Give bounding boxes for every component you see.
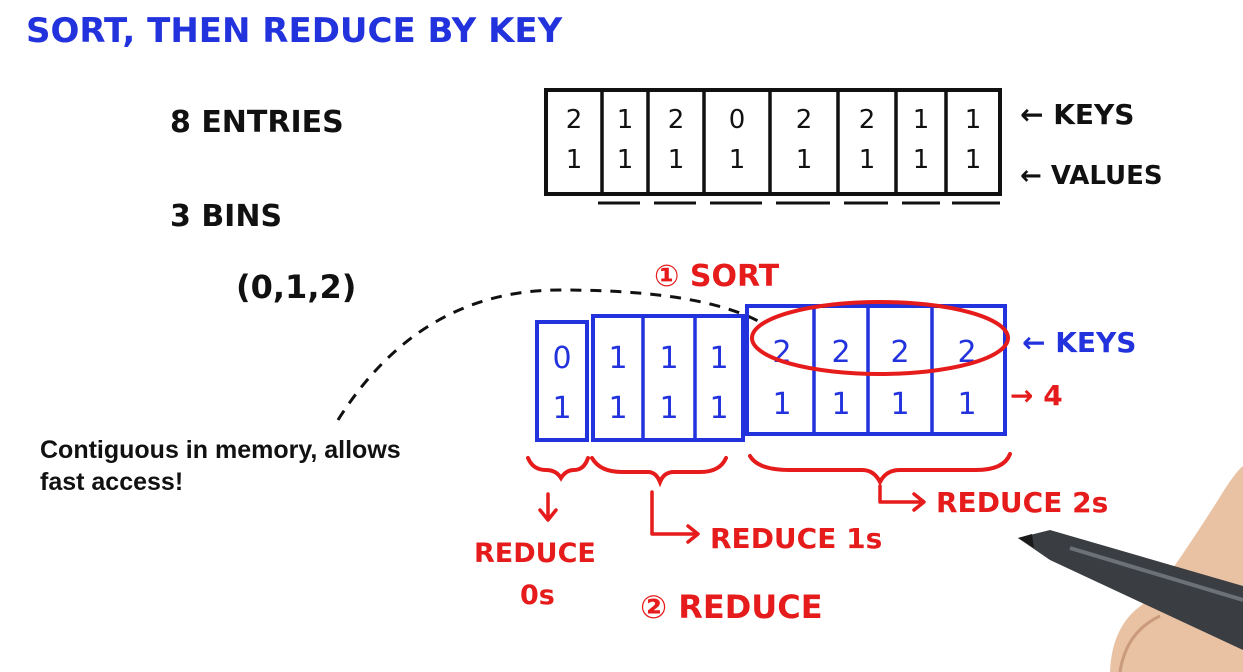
diagram-title: SORT, THEN REDUCE BY KEY <box>26 11 563 51</box>
unsorted-value: 1 <box>668 145 685 175</box>
unsorted-value: 1 <box>729 145 746 175</box>
sorted-value: 1 <box>552 391 571 426</box>
unsorted-key: 1 <box>617 105 634 135</box>
twos-segment <box>745 304 1007 436</box>
pen-body <box>1018 530 1243 650</box>
sorted-value: 1 <box>831 387 850 422</box>
unsorted-key: 2 <box>668 105 685 135</box>
entries-note: 8 ENTRIES <box>170 105 344 140</box>
reduce-zeros-arrow <box>538 492 558 522</box>
top-keys-label: ← KEYS <box>1020 98 1134 131</box>
sorted-value: 1 <box>772 387 791 422</box>
unsorted-key: 1 <box>913 105 930 135</box>
ones-segment <box>591 314 745 442</box>
sort-step-label: ① SORT <box>654 259 780 294</box>
sorted-keys-label: ← KEYS <box>1022 326 1136 359</box>
reduce-twos-arrow <box>878 484 926 512</box>
reduce-step-label: ② REDUCE <box>640 588 823 626</box>
unsorted-value: 1 <box>566 145 583 175</box>
twos-brace <box>748 452 1012 487</box>
unsorted-dividers <box>600 88 948 196</box>
unsorted-value: 1 <box>913 145 930 175</box>
sorted-value: 1 <box>890 387 909 422</box>
reduce-ones-label: REDUCE 1s <box>710 522 882 555</box>
sorted-value: 1 <box>957 387 976 422</box>
unsorted-value: 1 <box>617 145 634 175</box>
sorted-value: 1 <box>709 391 728 426</box>
sorted-value: 1 <box>608 391 627 426</box>
unsorted-value: 1 <box>859 145 876 175</box>
unsorted-value: 1 <box>796 145 813 175</box>
sorted-value: 1 <box>659 391 678 426</box>
unsorted-array-frame <box>544 88 1002 196</box>
ones-brace <box>590 456 728 488</box>
sorted-key: 0 <box>552 341 571 376</box>
zeros-brace <box>526 456 590 482</box>
sorted-key: 2 <box>890 335 909 370</box>
callout-note: Contiguous in memory, allows fast access… <box>40 436 401 496</box>
sorted-array: 0 1 1 1 2 2 2 2 1 1 1 1 1 1 1 1 ← KEYS <box>535 304 1136 442</box>
top-values-label: ← VALUES <box>1020 161 1163 191</box>
result-count-label: → 4 <box>1010 379 1063 412</box>
unsorted-key: 1 <box>965 105 982 135</box>
sorted-key: 1 <box>608 341 627 376</box>
unsorted-key: 2 <box>796 105 813 135</box>
zeros-segment <box>535 320 589 442</box>
unsorted-key: 2 <box>859 105 876 135</box>
sorted-key: 2 <box>831 335 850 370</box>
bins-note: 3 BINS <box>170 199 282 234</box>
unsorted-key: 0 <box>729 105 746 135</box>
hand-with-pen-image <box>1018 466 1243 672</box>
callout-dashed-arrow <box>336 288 761 421</box>
reduce-zeros-label-line1: REDUCE <box>474 538 596 569</box>
unsorted-value: 1 <box>965 145 982 175</box>
bin-values-note: (0,1,2) <box>236 268 356 306</box>
reduce-zeros-label-line2: 0s <box>520 580 555 611</box>
sorted-key: 1 <box>659 341 678 376</box>
reduce-arrows <box>538 484 926 544</box>
reduce-twos-label: REDUCE 2s <box>936 486 1108 519</box>
hand-crease <box>1118 614 1161 672</box>
sorted-key: 1 <box>709 341 728 376</box>
unsorted-key: 2 <box>566 105 583 135</box>
unsorted-array: 2 1 2 0 2 2 1 1 1 1 1 1 1 1 1 1 ← KEYS ←… <box>544 88 1163 205</box>
reduce-braces <box>526 452 1012 488</box>
pen-highlight <box>1069 546 1243 602</box>
twos-highlight-ellipse <box>750 300 1010 376</box>
pen-tip <box>1018 534 1034 548</box>
reduce-ones-arrow <box>650 490 700 544</box>
